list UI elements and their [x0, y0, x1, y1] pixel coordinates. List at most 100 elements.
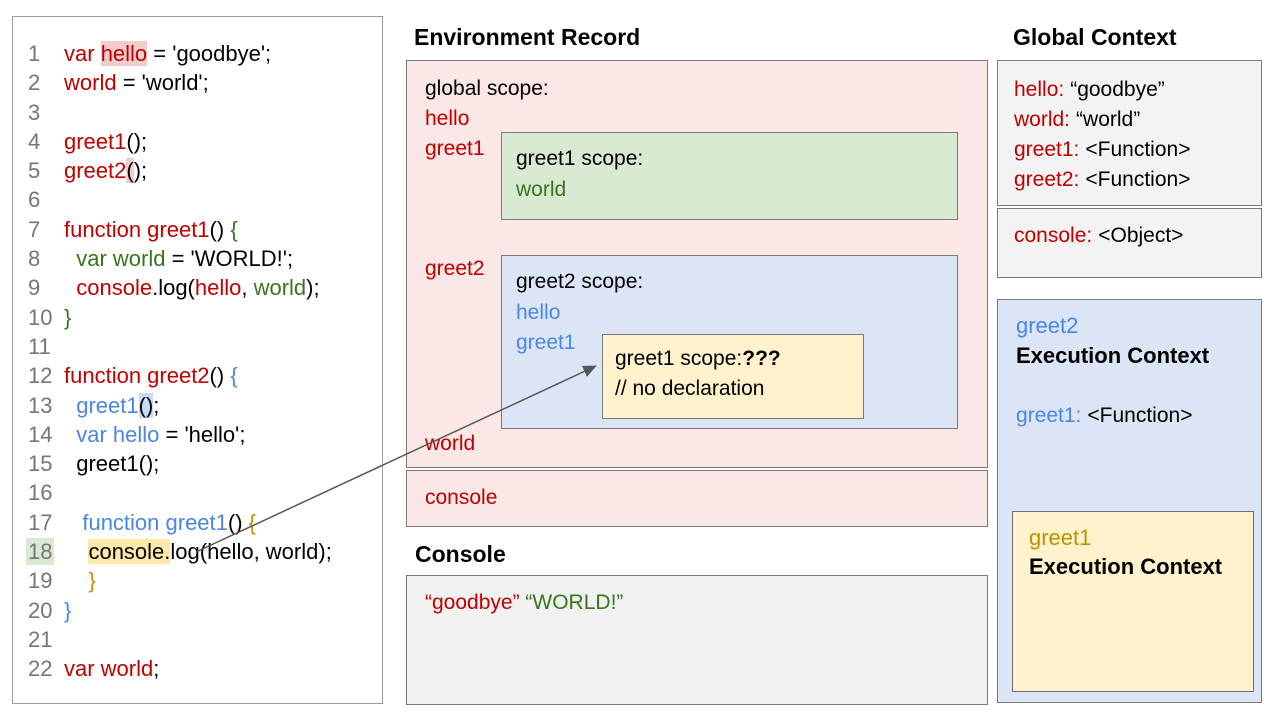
code-token: ;: [153, 392, 160, 418]
code-token: (: [126, 158, 134, 184]
code-token: (): [138, 392, 154, 418]
console-output: “goodbye” “WORLD!”: [425, 591, 623, 615]
greet2-scope-label: greet2 scope:: [516, 270, 644, 293]
code-token: greet2: [64, 158, 127, 184]
code-text: world = 'world';: [64, 68, 209, 97]
gc-row-greet1-value: <Function>: [1085, 138, 1191, 161]
greet1-context-title: Execution Context: [1029, 554, 1223, 579]
code-text: function greet1() {: [64, 215, 238, 244]
gc-row-world: world:“world”: [1014, 108, 1140, 132]
code-text: }: [64, 596, 71, 625]
code-token: function greet1: [64, 216, 210, 242]
code-token: {: [230, 363, 238, 389]
code-line: 20}: [13, 596, 382, 625]
line-number: 13: [28, 392, 53, 418]
code-line: 9 console.log(hello, world);: [13, 273, 382, 302]
code-token: var hello: [76, 421, 160, 447]
code-token: = 'hello';: [159, 421, 246, 447]
gc-row-console: console:<Object>: [1014, 224, 1183, 248]
code-token: {: [230, 216, 238, 242]
line-number: 21: [28, 626, 53, 652]
code-token: (): [227, 509, 249, 535]
console-title: Console: [415, 541, 506, 567]
global-var-console: console: [425, 486, 498, 509]
environment-record-title: Environment Record: [414, 24, 641, 50]
code-text: var world;: [64, 654, 159, 683]
greet1-context-name: greet1: [1029, 525, 1092, 550]
code-token: = 'world';: [116, 70, 209, 96]
code-token: [64, 275, 76, 300]
code-token: console: [76, 275, 153, 301]
code-token: [64, 393, 76, 418]
code-line: 15 greet1();: [13, 449, 382, 478]
global-scope-label: global scope:: [425, 77, 549, 100]
code-line: 18 console.log(hello, world);: [13, 537, 382, 566]
code-token: world: [253, 275, 307, 301]
line-number: 1: [28, 41, 41, 66]
console-output-box: “goodbye” “WORLD!”: [406, 575, 988, 705]
gc-row-hello: hello:“goodbye”: [1014, 78, 1165, 102]
greet1-inner-question: ???: [742, 347, 781, 370]
greet2-context-row: greet1:<Function>: [1016, 404, 1192, 428]
global-context-box: hello:“goodbye” world:“world” greet1:<Fu…: [997, 60, 1262, 206]
greet2-scope-var-hello: hello: [516, 301, 561, 324]
code-token: ,: [241, 275, 254, 301]
gc-row-console-label: console:: [1014, 224, 1093, 247]
line-number: 14: [28, 421, 53, 447]
greet2-execution-context-box: greet2 Execution Context greet1:<Functio…: [997, 299, 1262, 703]
code-line: 14 var hello = 'hello';: [13, 420, 382, 449]
line-number: 4: [28, 128, 41, 154]
line-number: 9: [28, 275, 41, 301]
greet1-inner-scope-box: greet1 scope:??? // no declaration: [602, 334, 864, 419]
code-token: var world: [64, 656, 154, 682]
code-token: function greet1: [82, 509, 228, 535]
global-context-console-strip: console:<Object>: [997, 208, 1262, 278]
code-line: 10}: [13, 303, 382, 332]
line-number: 7: [28, 216, 41, 242]
greet1-inner-comment: // no declaration: [615, 377, 765, 400]
code-line: 6: [13, 185, 382, 214]
code-line: 17 function greet1() {: [13, 508, 382, 537]
line-number: 20: [28, 597, 53, 623]
code-text: var hello = 'hello';: [64, 420, 245, 449]
code-text: }: [64, 566, 96, 595]
code-token: = 'goodbye';: [147, 41, 272, 66]
gc-row-hello-label: hello:: [1014, 78, 1065, 101]
code-token: }: [88, 568, 96, 594]
code-text: function greet2() {: [64, 361, 238, 390]
global-var-world: world: [425, 432, 476, 455]
gc-row-world-label: world:: [1014, 108, 1071, 131]
code-token: [64, 510, 82, 535]
greet1-scope-label: greet1 scope:: [516, 147, 644, 170]
code-token: var world: [76, 246, 166, 272]
code-text: function greet1() {: [64, 508, 256, 537]
greet2-scope-box: greet2 scope: hello greet1 greet1 scope:…: [501, 255, 958, 429]
greet1-execution-context-box: greet1 Execution Context: [1012, 511, 1254, 692]
code-token: function greet2: [64, 363, 210, 389]
code-token: greet1: [76, 392, 139, 418]
code-token: [64, 568, 88, 593]
code-token: [64, 422, 76, 447]
code-token: (): [209, 216, 231, 242]
line-number: 10: [28, 304, 53, 330]
global-scope-box: global scope: hello greet1 greet2 world …: [406, 60, 988, 468]
console-output-world: “WORLD!”: [525, 591, 624, 614]
code-text: greet1();: [64, 449, 159, 478]
code-token: hello: [194, 275, 242, 301]
code-token: [64, 539, 88, 564]
code-token: (): [209, 363, 231, 389]
line-number: 17: [28, 509, 53, 535]
greet1-scope-box: greet1 scope: world: [501, 132, 958, 220]
code-text: }: [64, 303, 71, 332]
line-number: 5: [28, 158, 41, 184]
code-token: .log(: [152, 275, 195, 301]
code-line: 13 greet1();: [13, 391, 382, 420]
gc-row-console-value: <Object>: [1098, 224, 1184, 247]
code-line: 8 var world = 'WORLD!';: [13, 244, 382, 273]
